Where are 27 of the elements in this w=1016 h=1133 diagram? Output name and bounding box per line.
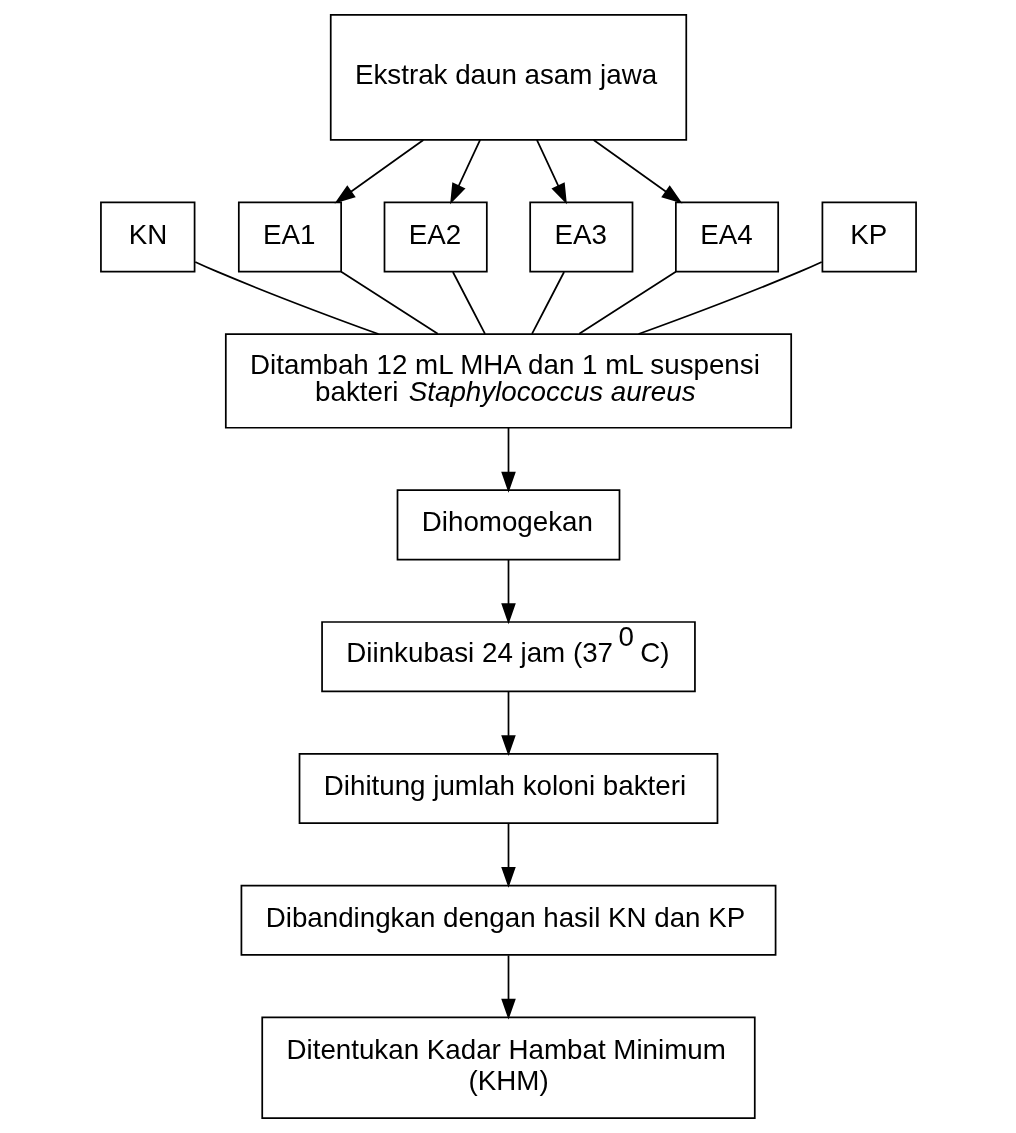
node-box: Ditentukan Kadar Hambat Minimum (KHM) xyxy=(260,1016,756,1119)
arrow xyxy=(500,954,516,1020)
connector xyxy=(637,261,823,335)
arrow xyxy=(500,427,516,493)
node-box: KP xyxy=(821,201,917,273)
node-box: Dihomogekan xyxy=(396,489,620,561)
connector xyxy=(193,261,379,335)
connector xyxy=(339,270,439,335)
node-box: Ekstrak daun asam jawa xyxy=(329,14,687,141)
arrow xyxy=(449,139,481,205)
node-box: Ditambah 12 mL MHA dan 1 mL suspensi bakteri Staphylococcus aureus xyxy=(224,333,792,429)
node-box: KN xyxy=(99,201,195,273)
arrow xyxy=(500,558,516,625)
node-box: EA1 xyxy=(237,201,342,273)
node-box: EA4 xyxy=(674,201,779,273)
node-box: EA3 xyxy=(528,201,633,273)
connector xyxy=(530,271,565,335)
node-box: Dihitung jumlah koloni bakteri xyxy=(298,752,718,825)
connector xyxy=(451,271,486,335)
node-box: EA2 xyxy=(383,201,488,273)
node-box: Dibandingkan dengan hasil KN dan KP xyxy=(240,884,776,956)
arrow xyxy=(535,139,567,205)
arrow xyxy=(500,822,516,888)
arrow xyxy=(592,139,682,204)
connector xyxy=(577,270,677,335)
arrow xyxy=(500,690,516,756)
arrow xyxy=(334,139,424,204)
